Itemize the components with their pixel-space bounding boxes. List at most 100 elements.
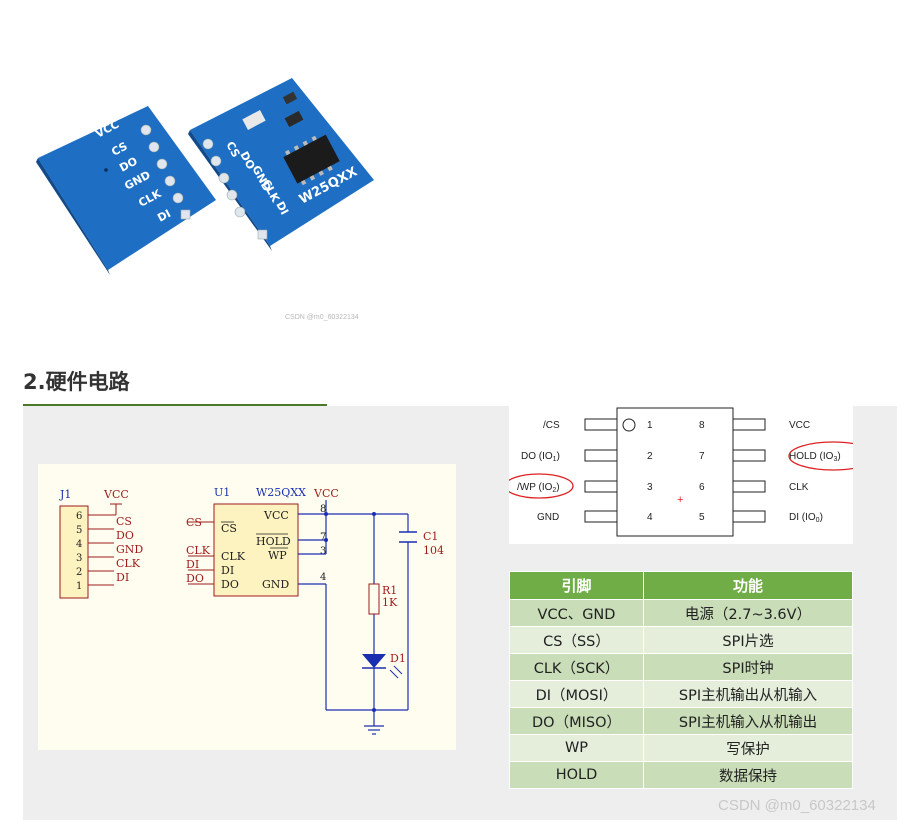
svg-text:6: 6 bbox=[699, 482, 705, 493]
svg-text:3: 3 bbox=[647, 482, 653, 493]
right-pin-numbers: 8 7 6 5 bbox=[699, 420, 705, 523]
svg-text:4: 4 bbox=[320, 572, 326, 583]
u1-right-pin: HOLD bbox=[256, 535, 291, 548]
u1-left-pin: DI bbox=[221, 564, 234, 577]
board-pin-label: DI bbox=[273, 199, 291, 217]
svg-text:CS: CS bbox=[186, 516, 202, 529]
left-pin-numbers: 1 2 3 4 bbox=[647, 420, 653, 523]
svg-text:2: 2 bbox=[647, 451, 653, 462]
pin-name-wp: /WP (IO2) bbox=[517, 482, 560, 494]
table-cell: 数据保持 bbox=[643, 761, 853, 789]
table-header-row: 引脚 功能 bbox=[509, 571, 853, 600]
pinout-diagram: + 1 2 3 4 8 7 6 5 /CS DO (IO1) /WP (IO2)… bbox=[509, 406, 853, 544]
table-cell: DI（MOSI） bbox=[509, 680, 644, 708]
table-cell: 写保护 bbox=[643, 734, 853, 762]
table-header: 引脚 bbox=[509, 571, 644, 600]
d1-ref: D1 bbox=[390, 652, 406, 665]
board-right: CS DO GND CLK DI W25QXX bbox=[188, 78, 374, 251]
csdn-watermark: CSDN @m0_60322134 bbox=[718, 797, 876, 814]
pin-name-hold: HOLD (IO3) bbox=[789, 451, 841, 463]
svg-text:7: 7 bbox=[320, 532, 326, 543]
table-cell: HOLD bbox=[509, 761, 644, 789]
j1-vcc: VCC bbox=[103, 488, 129, 501]
pin-name-cs: /CS bbox=[543, 420, 560, 431]
svg-text:5: 5 bbox=[699, 512, 705, 523]
table-cell: WP bbox=[509, 734, 644, 762]
svg-text:7: 7 bbox=[699, 451, 705, 462]
c1-ref: C1 bbox=[423, 530, 438, 543]
highlight-circle-wp bbox=[509, 473, 574, 499]
u1-left-pin: CS bbox=[221, 522, 237, 535]
u1-net-labels: CS CLK DI DO bbox=[186, 516, 211, 585]
svg-text:DI: DI bbox=[186, 558, 199, 571]
j1-pin-name: CLK bbox=[116, 557, 141, 570]
u1-part: W25QXX bbox=[256, 486, 306, 499]
table-row: CS（SS）SPI片选 bbox=[509, 626, 853, 654]
board-left: VCC CS DO GND CLK DI bbox=[36, 106, 216, 275]
table-cell: VCC、GND bbox=[509, 599, 644, 627]
schematic-diagram: J1 6 5 4 3 2 1 VCC CS DO GND CLK DI bbox=[38, 464, 456, 750]
board-pin-label: DI bbox=[155, 207, 173, 225]
u1-ref: U1 bbox=[214, 486, 230, 499]
capacitor-c1 bbox=[399, 531, 417, 543]
u1-right-pin: GND bbox=[262, 578, 289, 591]
svg-text:8: 8 bbox=[320, 504, 326, 515]
svg-text:1: 1 bbox=[76, 581, 82, 592]
title-underline bbox=[23, 404, 327, 407]
chip-u1: U1 W25QXX CS CLK DI DO VCC HOLD WP GND bbox=[186, 486, 339, 597]
u1-right-pin: VCC bbox=[263, 509, 289, 522]
pin-name-clk: CLK bbox=[789, 482, 809, 493]
svg-text:1: 1 bbox=[647, 420, 653, 431]
pin-name-di: DI (IO0) bbox=[789, 512, 823, 524]
j1-pin-name: DI bbox=[116, 571, 129, 584]
led-d1 bbox=[362, 654, 403, 679]
wires bbox=[298, 500, 409, 726]
table-cell: DO（MISO） bbox=[509, 707, 644, 735]
j1-ref: J1 bbox=[59, 488, 71, 501]
pin-name-gnd: GND bbox=[537, 512, 559, 523]
svg-text:3: 3 bbox=[76, 553, 82, 564]
resistor-r1 bbox=[368, 583, 380, 615]
table-cell: SPI时钟 bbox=[643, 653, 853, 681]
table-cell: SPI主机输入从机输出 bbox=[643, 707, 853, 735]
table-row: CLK（SCK）SPI时钟 bbox=[509, 653, 853, 681]
svg-text:CLK: CLK bbox=[186, 544, 211, 557]
j1-pin-name: CS bbox=[116, 515, 132, 528]
ic-body bbox=[616, 407, 734, 537]
u1-right-pin: WP bbox=[268, 549, 287, 562]
table-cell: CLK（SCK） bbox=[509, 653, 644, 681]
flash-chip bbox=[283, 134, 340, 186]
table-cell: 电源（2.7~3.6V） bbox=[643, 599, 853, 627]
module-photo: VCC CS DO GND CLK DI CS DO GND bbox=[36, 78, 374, 275]
photo-credit: CSDN @m0_60322134 bbox=[285, 314, 359, 321]
j1-pin-name: DO bbox=[116, 529, 134, 542]
highlight-circle-hold bbox=[788, 441, 853, 471]
svg-text:4: 4 bbox=[647, 512, 653, 523]
section-title: 2.硬件电路 bbox=[23, 370, 130, 394]
svg-text:5: 5 bbox=[76, 525, 82, 536]
svg-text:6: 6 bbox=[76, 511, 82, 522]
j1-pin-name: GND bbox=[116, 543, 143, 556]
table-header: 功能 bbox=[643, 571, 853, 600]
svg-text:DO: DO bbox=[186, 572, 204, 585]
pin-name-do: DO (IO1) bbox=[521, 451, 560, 463]
table-row: DI（MOSI）SPI主机输出从机输入 bbox=[509, 680, 853, 708]
c1-value: 104 bbox=[423, 544, 444, 557]
table-cell: CS（SS） bbox=[509, 626, 644, 654]
ground-symbol bbox=[364, 725, 384, 735]
svg-text:3: 3 bbox=[320, 546, 326, 557]
svg-text:4: 4 bbox=[76, 539, 82, 550]
table-cell: SPI片选 bbox=[643, 626, 853, 654]
center-mark: + bbox=[677, 494, 683, 506]
r1-ref: R1 bbox=[382, 584, 397, 597]
j1-pin-numbers: 6 5 4 3 2 1 bbox=[76, 511, 82, 592]
table-cell: SPI主机输出从机输入 bbox=[643, 680, 853, 708]
u1-left-pin: DO bbox=[221, 578, 239, 591]
pin-name-vcc: VCC bbox=[789, 420, 810, 431]
svg-text:8: 8 bbox=[699, 420, 705, 431]
r1-value: 1K bbox=[382, 596, 398, 609]
